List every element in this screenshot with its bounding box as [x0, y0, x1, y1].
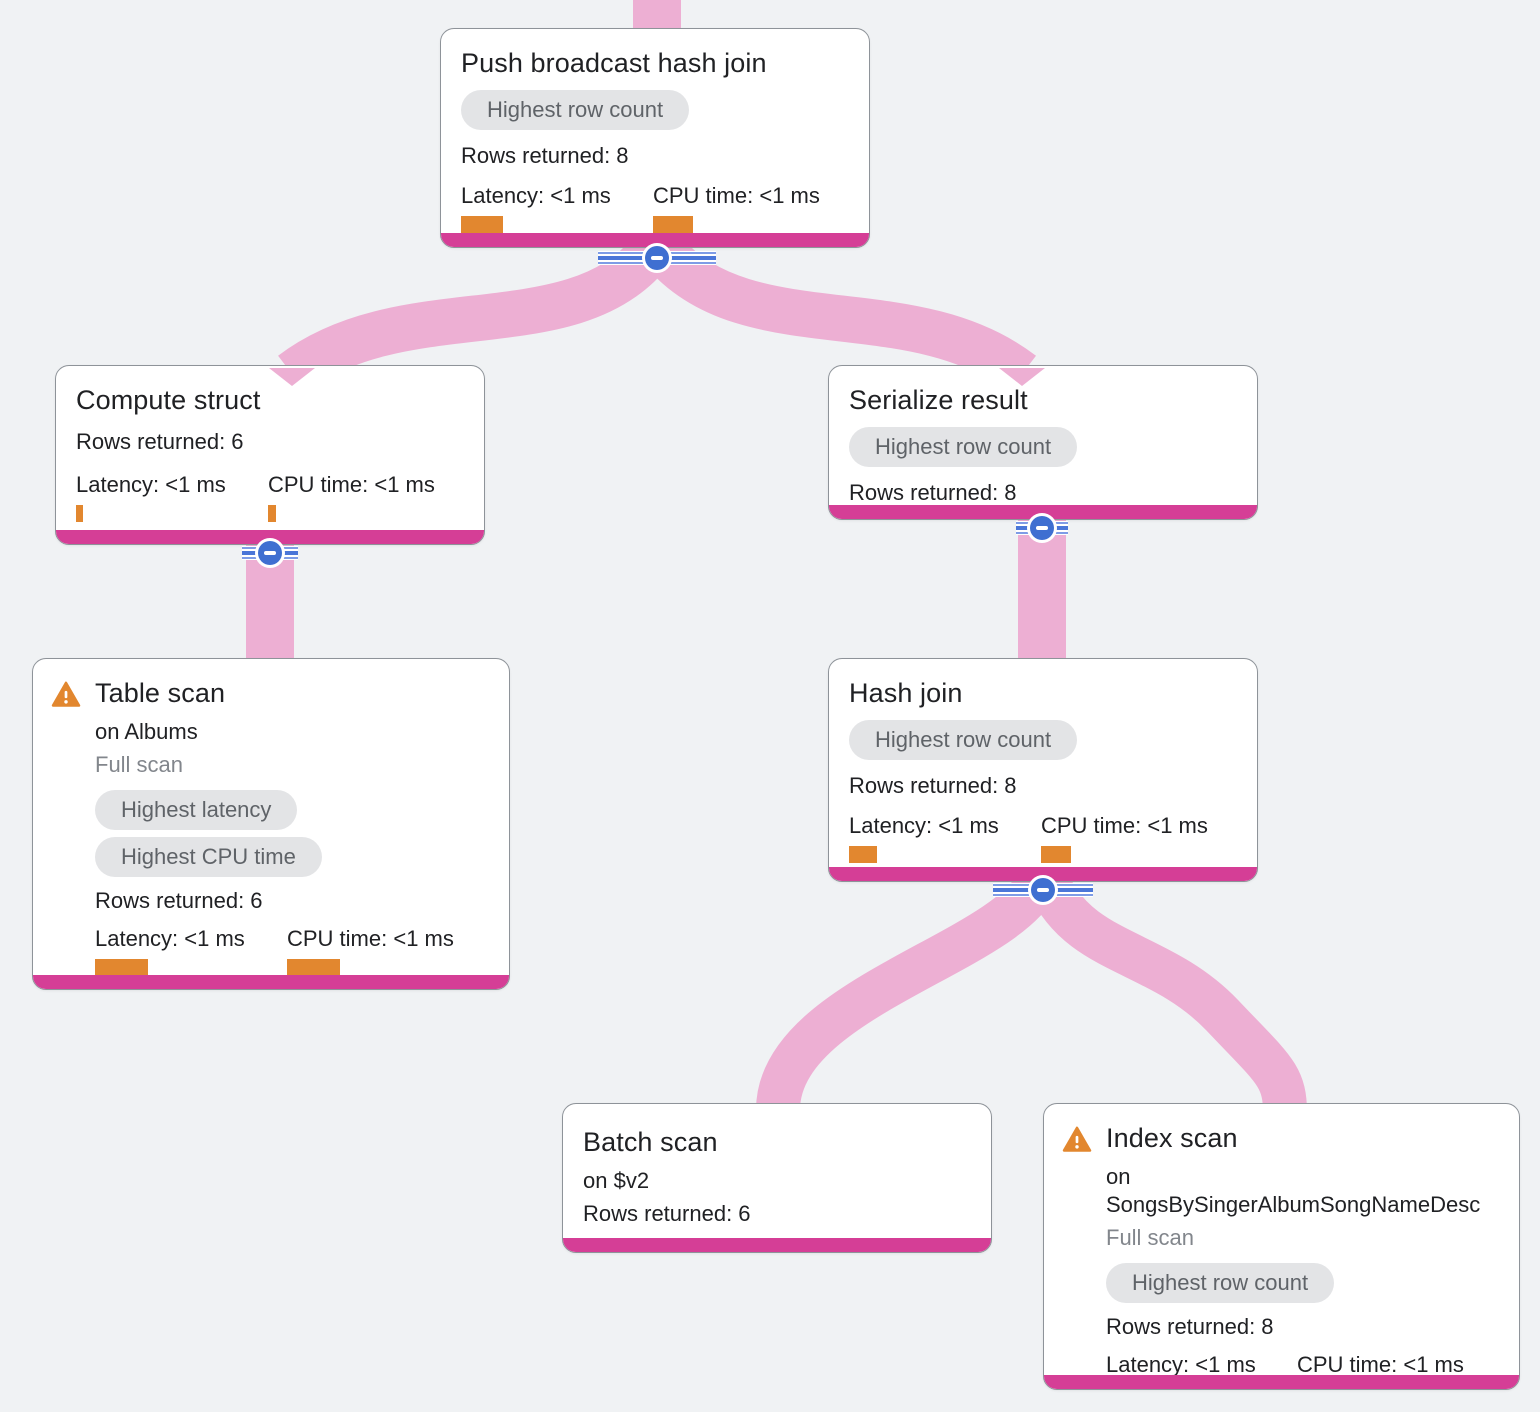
latency-label: Latency: <1 ms [76, 472, 226, 497]
node-footer-accent [1044, 1375, 1519, 1389]
latency-bar [849, 846, 877, 863]
scan-type: Full scan [95, 752, 184, 777]
cpu-time-label: CPU time: <1 ms [1041, 813, 1208, 838]
cpu-time-label: CPU time: <1 ms [1297, 1352, 1464, 1377]
collapse-button[interactable] [598, 243, 716, 273]
node-push-broadcast-hash-join[interactable]: Push broadcast hash join Highest row cou… [440, 28, 870, 248]
latency-bar [76, 505, 83, 522]
latency-label: Latency: <1 ms [1106, 1352, 1256, 1377]
node-batch-scan[interactable]: Batch scan on $v2 Rows returned: 6 [562, 1103, 992, 1253]
edge-push-to-compute [278, 235, 671, 393]
highest-latency-badge: Highest latency [95, 790, 298, 830]
node-title: Compute struct [76, 385, 261, 415]
cpu-time-label: CPU time: <1 ms [653, 183, 820, 208]
rows-returned: Rows returned: 6 [95, 888, 263, 913]
collapse-button[interactable] [993, 875, 1093, 905]
edge-push-to-serialize [644, 234, 1036, 393]
scan-target: on Albums [95, 719, 198, 744]
collapse-button[interactable] [1016, 513, 1068, 543]
warning-icon [1062, 1126, 1092, 1152]
highest-row-count-badge: Highest row count [849, 427, 1078, 467]
node-title: Table scan [95, 678, 226, 708]
node-title: Index scan [1106, 1123, 1238, 1153]
edge-hash-to-batch [756, 872, 1057, 1112]
node-compute-struct[interactable]: Compute struct Rows returned: 6 Latency:… [55, 365, 485, 545]
node-hash-join[interactable]: Hash join Highest row count Rows returne… [828, 658, 1258, 882]
scan-type: Full scan [1106, 1225, 1195, 1250]
node-serialize-result[interactable]: Serialize result Highest row count Rows … [828, 365, 1258, 520]
node-title: Hash join [849, 678, 963, 708]
rows-returned: Rows returned: 8 [849, 773, 1017, 798]
node-footer-accent [441, 233, 869, 247]
highest-row-count-badge: Highest row count [849, 720, 1078, 760]
minus-icon [1036, 526, 1048, 530]
warning-icon [51, 681, 81, 707]
scan-target: on SongsBySingerAlbumSongNameDesc [1106, 1164, 1481, 1217]
minus-icon [1037, 888, 1049, 892]
latency-label: Latency: <1 ms [461, 183, 611, 208]
node-title: Push broadcast hash join [461, 48, 767, 78]
cpu-time-bar [268, 505, 276, 522]
highest-row-count-badge: Highest row count [1106, 1263, 1335, 1303]
rows-returned: Rows returned: 8 [849, 480, 1017, 505]
highest-cpu-time-badge: Highest CPU time [95, 837, 322, 877]
node-footer-accent [829, 505, 1257, 519]
latency-label: Latency: <1 ms [95, 926, 245, 951]
edge-hash-to-index [1028, 874, 1307, 1113]
rows-returned: Rows returned: 6 [76, 429, 244, 454]
rows-returned: Rows returned: 8 [1106, 1314, 1274, 1339]
node-footer-accent [33, 975, 509, 989]
latency-label: Latency: <1 ms [849, 813, 999, 838]
latency-bar [461, 216, 503, 233]
node-footer-accent [56, 530, 484, 544]
edge-arrow-tip [999, 368, 1045, 386]
latency-bar [95, 959, 148, 976]
cpu-time-bar [287, 959, 340, 976]
minus-icon [264, 551, 276, 555]
node-footer-accent [829, 867, 1257, 881]
rows-returned: Rows returned: 8 [461, 143, 629, 168]
scan-target: on $v2 [583, 1168, 650, 1193]
node-title: Batch scan [583, 1127, 718, 1157]
node-index-scan[interactable]: Index scan on SongsBySingerAlbumSongName… [1043, 1103, 1520, 1390]
highest-row-count-badge: Highest row count [461, 90, 690, 130]
cpu-time-label: CPU time: <1 ms [287, 926, 454, 951]
collapse-button[interactable] [242, 538, 298, 568]
cpu-time-label: CPU time: <1 ms [268, 472, 435, 497]
node-title: Serialize result [849, 385, 1028, 415]
rows-returned: Rows returned: 6 [583, 1201, 751, 1226]
cpu-time-bar [1041, 846, 1071, 863]
cpu-time-bar [653, 216, 693, 233]
minus-icon [651, 256, 663, 260]
edge-arrow-tip [269, 368, 315, 386]
node-footer-accent [563, 1238, 991, 1252]
node-table-scan[interactable]: Table scan on Albums Full scan Highest l… [32, 658, 510, 990]
